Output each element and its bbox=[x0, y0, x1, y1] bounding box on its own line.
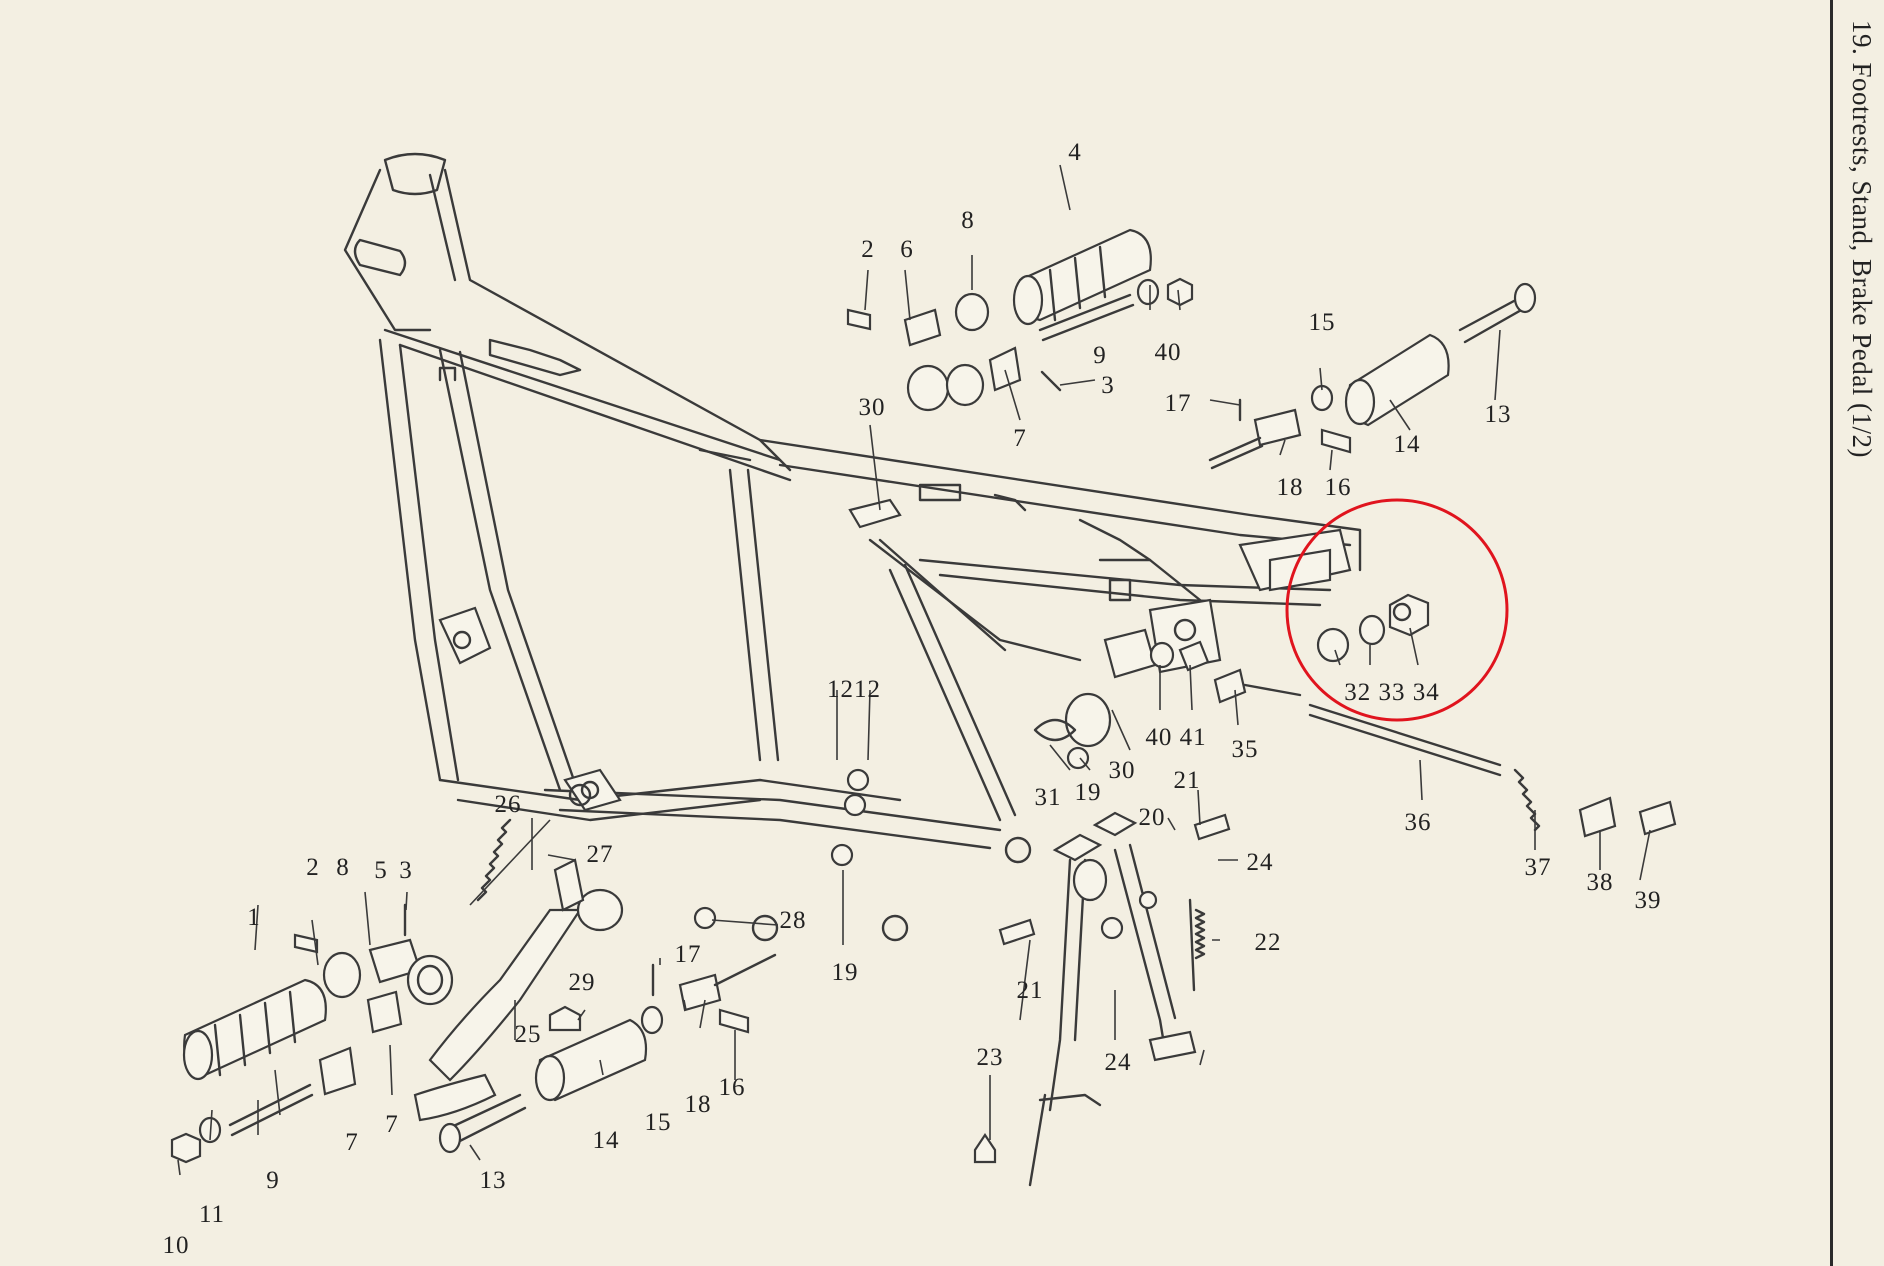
part-label: 25 bbox=[515, 1021, 542, 1048]
part-label: 3 bbox=[1101, 372, 1115, 399]
part-label: 20 bbox=[1139, 804, 1166, 831]
part-label: 5 bbox=[374, 857, 388, 884]
part-label: 4 bbox=[1068, 139, 1082, 166]
part-label: 2 bbox=[306, 854, 320, 881]
part-label: 29 bbox=[569, 969, 596, 996]
left-footrest-group bbox=[170, 768, 870, 1164]
part-label: 39 bbox=[1635, 887, 1662, 914]
part-label: 23 bbox=[977, 1044, 1004, 1071]
part-label: 22 bbox=[1255, 929, 1282, 956]
part-label: 10 bbox=[163, 1232, 190, 1259]
right-footrest-group bbox=[846, 228, 1537, 470]
part-label: 13 bbox=[1485, 401, 1512, 428]
part-label: 36 bbox=[1405, 809, 1432, 836]
part-label: 38 bbox=[1587, 869, 1614, 896]
section-title: 19. Footrests, Stand, Brake Pedal (1/2) bbox=[1847, 20, 1877, 458]
part-label: 11 bbox=[199, 1201, 225, 1228]
part-label: 13 bbox=[480, 1167, 507, 1194]
part-label: 18 bbox=[1277, 474, 1304, 501]
part-label: 16 bbox=[719, 1074, 746, 1101]
part-label: 18 bbox=[685, 1091, 712, 1118]
part-label: 37 bbox=[1525, 854, 1552, 881]
exploded-parts-diagram: 4 8 2 6 9 40 3 7 30 15 17 14 13 18 16 32… bbox=[163, 139, 1677, 1259]
part-label: 14 bbox=[1394, 431, 1421, 458]
part-label: 17 bbox=[1165, 390, 1192, 417]
part-label: 28 bbox=[780, 907, 807, 934]
part-label: 1212 bbox=[827, 676, 881, 703]
part-label: 31 bbox=[1035, 784, 1062, 811]
part-label: 19 bbox=[1075, 779, 1102, 806]
part-label: 6 bbox=[900, 236, 914, 263]
part-label: 7 bbox=[345, 1129, 359, 1156]
part-label: 19 bbox=[832, 959, 859, 986]
part-label: 16 bbox=[1325, 474, 1352, 501]
part-label: 7 bbox=[1013, 425, 1027, 452]
part-label: 8 bbox=[961, 207, 975, 234]
part-label: 9 bbox=[266, 1167, 280, 1194]
part-label: 24 bbox=[1247, 849, 1274, 876]
part-label: 15 bbox=[645, 1109, 672, 1136]
margin-rule bbox=[1830, 0, 1833, 1266]
part-label: 14 bbox=[593, 1127, 620, 1154]
part-label: 8 bbox=[336, 854, 350, 881]
stand-group bbox=[973, 811, 1231, 1187]
part-label: 35 bbox=[1232, 736, 1259, 763]
part-number-labels: 4 8 2 6 9 40 3 7 30 15 17 14 13 18 16 32… bbox=[163, 139, 1662, 1259]
part-label: 21 bbox=[1174, 767, 1201, 794]
part-label: 3 bbox=[399, 857, 413, 884]
part-label: 32 33 34 bbox=[1344, 679, 1440, 706]
part-label: 40 bbox=[1155, 339, 1182, 366]
part-label: 2 bbox=[861, 236, 875, 263]
part-label: 1 bbox=[247, 904, 261, 931]
part-label: 30 bbox=[1109, 757, 1136, 784]
part-label: 7 bbox=[385, 1111, 399, 1138]
part-label: 30 bbox=[859, 394, 886, 421]
part-label: 9 bbox=[1093, 342, 1107, 369]
part-label: 24 bbox=[1105, 1049, 1132, 1076]
part-label: 21 bbox=[1017, 977, 1044, 1004]
part-label: 40 41 bbox=[1145, 724, 1206, 751]
part-label: 26 bbox=[495, 791, 522, 818]
part-label: 15 bbox=[1309, 309, 1336, 336]
leader-lines bbox=[177, 164, 1651, 1176]
part-label: 27 bbox=[587, 841, 614, 868]
motorcycle-frame bbox=[343, 152, 1362, 942]
highlight-circle bbox=[1285, 498, 1509, 722]
brake-pedal-group bbox=[848, 498, 1677, 838]
part-label: 17 bbox=[675, 941, 702, 968]
